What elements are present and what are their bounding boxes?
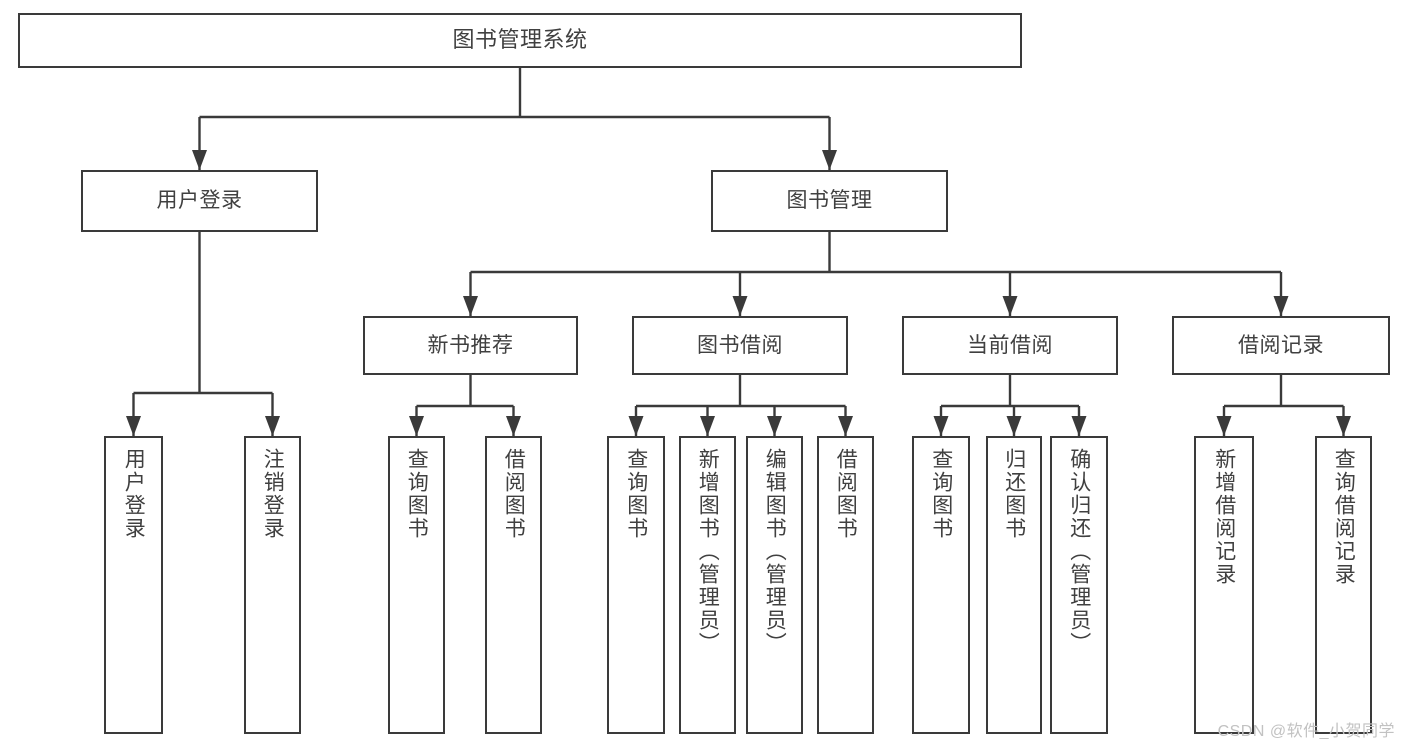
node-leaf-user-login[interactable]: 用户登录 [104,436,163,734]
node-leaf-bb-add[interactable]: 新增图书（管理员） [679,436,736,734]
node-current-borrow[interactable]: 当前借阅 [902,316,1118,375]
node-label: 确认归还（管理员） [1067,448,1091,655]
node-leaf-br-query[interactable]: 查询借阅记录 [1315,436,1372,734]
node-label: 当前借阅 [967,333,1053,357]
arrow-head-leaf-cb-return [1006,416,1022,436]
node-leaf-user-logout[interactable]: 注销登录 [244,436,301,734]
node-label: 图书管理系统 [452,27,588,53]
arrow-head-new-book-rec [463,296,478,316]
node-label: 查询图书 [929,448,953,540]
node-user-login[interactable]: 用户登录 [81,170,318,232]
arrow-head-leaf-user-login [126,416,141,436]
arrow-head-leaf-bb-add [700,416,715,436]
arrow-head-book-manage [822,150,837,170]
node-leaf-cb-query[interactable]: 查询图书 [912,436,970,734]
node-label: 查询借阅记录 [1332,448,1356,586]
node-book-borrow[interactable]: 图书借阅 [632,316,848,375]
node-label: 查询图书 [624,448,648,540]
arrow-head-leaf-br-add [1216,416,1232,436]
node-book-manage[interactable]: 图书管理 [711,170,948,232]
node-label: 借阅记录 [1238,333,1324,357]
node-label: 用户登录 [122,448,146,540]
node-label: 新增借阅记录 [1212,448,1236,586]
node-label: 新增图书（管理员） [696,448,720,655]
arrow-head-leaf-rec-borrow [506,416,521,436]
node-label: 查询图书 [405,448,429,540]
arrow-head-leaf-bb-query [628,416,644,436]
node-label: 归还图书 [1002,448,1026,540]
arrow-head-leaf-rec-query [409,416,424,436]
arrow-head-leaf-br-query [1336,416,1351,436]
arrow-head-leaf-bb-edit [767,416,782,436]
node-label: 用户登录 [156,189,243,213]
node-label: 图书管理 [786,189,873,213]
node-label: 编辑图书（管理员） [763,448,787,655]
node-leaf-rec-query[interactable]: 查询图书 [388,436,445,734]
node-leaf-br-add[interactable]: 新增借阅记录 [1194,436,1254,734]
node-leaf-bb-query[interactable]: 查询图书 [607,436,665,734]
node-root[interactable]: 图书管理系统 [18,13,1022,68]
arrow-head-borrow-record [1273,296,1289,316]
node-label: 新书推荐 [427,333,514,357]
arrow-head-current-borrow [1002,296,1018,316]
node-leaf-bb-edit[interactable]: 编辑图书（管理员） [746,436,803,734]
arrow-head-user-login [192,150,207,170]
node-leaf-cb-return[interactable]: 归还图书 [986,436,1042,734]
node-label: 图书借阅 [697,333,783,357]
node-leaf-rec-borrow[interactable]: 借阅图书 [485,436,542,734]
arrow-head-leaf-bb-borrow [838,416,853,436]
node-new-book-rec[interactable]: 新书推荐 [363,316,578,375]
node-label: 借阅图书 [834,448,858,540]
arrow-head-leaf-cb-confirm [1071,416,1087,436]
arrow-head-leaf-user-logout [265,416,280,436]
arrow-head-book-borrow [732,296,748,316]
node-leaf-cb-confirm[interactable]: 确认归还（管理员） [1050,436,1108,734]
node-label: 借阅图书 [502,448,526,540]
node-leaf-bb-borrow[interactable]: 借阅图书 [817,436,874,734]
node-borrow-record[interactable]: 借阅记录 [1172,316,1390,375]
arrow-head-leaf-cb-query [933,416,949,436]
node-label: 注销登录 [261,448,285,540]
